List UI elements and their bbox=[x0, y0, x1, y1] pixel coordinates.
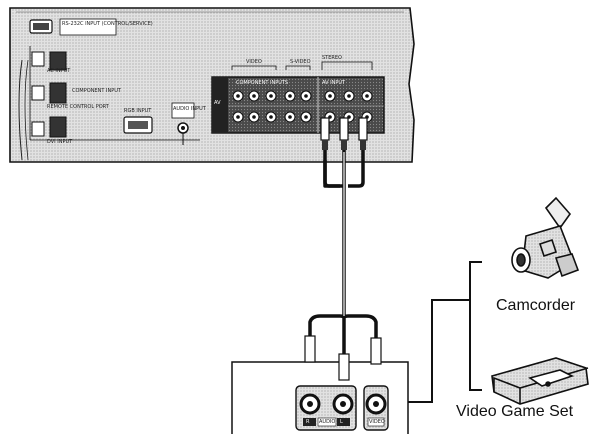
svideo-group-label: S-VIDEO bbox=[290, 59, 311, 65]
game-console-icon bbox=[491, 357, 589, 405]
camcorder-label: Camcorder bbox=[496, 297, 576, 314]
ac-input-label: AC INPUT bbox=[47, 68, 71, 74]
tv-back-panel bbox=[9, 7, 415, 163]
av-input-label: AV INPUT bbox=[322, 80, 346, 86]
stereo-group-label: STEREO bbox=[322, 55, 342, 61]
camcorder-icon bbox=[511, 196, 580, 279]
jack-label-l: L bbox=[340, 419, 343, 425]
audio-input-label: AUDIO INPUT bbox=[173, 106, 206, 112]
device-jack-panel bbox=[231, 335, 409, 434]
component-inputs-label: COMPONENT INPUTS bbox=[236, 80, 289, 86]
rgb-input-label: RGB INPUT bbox=[124, 108, 152, 114]
dvi-input-socket bbox=[49, 116, 67, 138]
av-badge: AV bbox=[214, 100, 221, 106]
video-group-label: VIDEO bbox=[246, 59, 262, 65]
video-game-set-label: Video Game Set bbox=[456, 403, 574, 420]
rs232c-port[interactable] bbox=[29, 19, 53, 34]
dvi-input-label: DVI INPUT bbox=[47, 139, 73, 145]
power-switch[interactable] bbox=[31, 51, 45, 67]
device-bracket bbox=[408, 261, 482, 403]
component-input-label: COMPONENT INPUT bbox=[72, 88, 121, 94]
remote-control-label: REMOTE CONTROL PORT bbox=[47, 104, 109, 110]
av-jack-block bbox=[211, 76, 385, 134]
ac-input-socket bbox=[49, 51, 67, 71]
panel-plugs bbox=[320, 117, 368, 150]
rs232c-label: RS-232C INPUT (CONTROL/SERVICE) bbox=[62, 21, 153, 27]
jack-label-audio: AUDIO bbox=[319, 419, 336, 425]
remote-port[interactable] bbox=[31, 85, 45, 101]
remote-control-socket bbox=[49, 82, 67, 104]
dvi-port-jack[interactable] bbox=[31, 121, 45, 137]
audio-input-label-box bbox=[171, 102, 195, 119]
rs232c-label-box bbox=[59, 18, 117, 36]
jack-label-video: VIDEO bbox=[369, 419, 385, 425]
jack-label-r: R bbox=[306, 419, 310, 425]
rgb-input-port[interactable] bbox=[123, 116, 153, 134]
av-cable bbox=[308, 150, 378, 362]
